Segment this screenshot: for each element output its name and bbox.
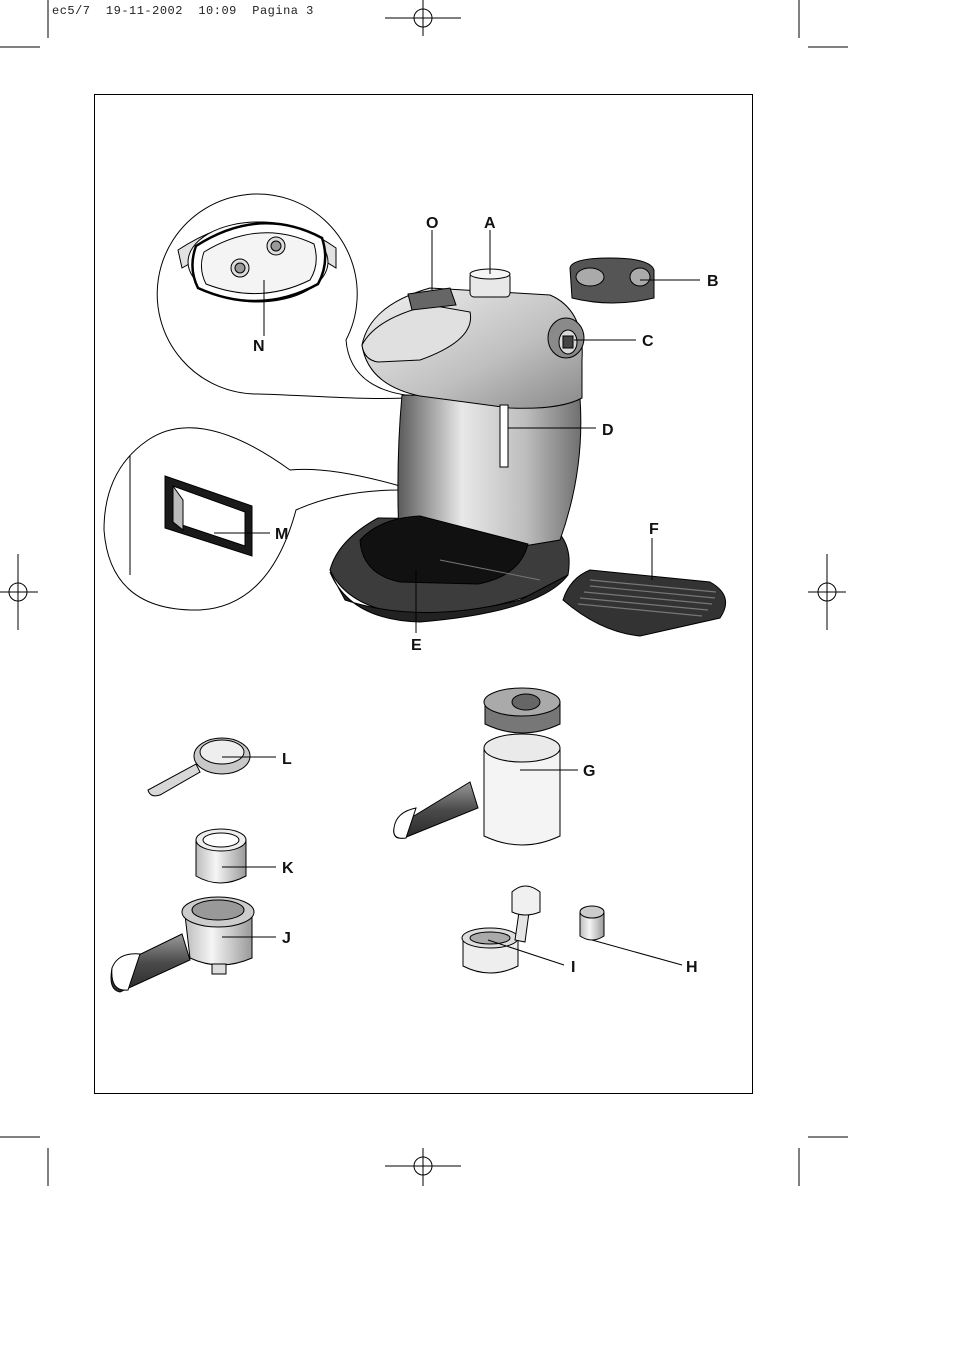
frothing-attachment [461,885,541,974]
label-j: J [282,930,291,947]
figure-frame [94,94,753,1094]
label-e: E [411,637,422,654]
filter-holder [110,896,255,993]
leader-lines [222,230,700,966]
registration-mark-left [0,554,38,630]
slug-page: Pagina 3 [252,4,314,18]
label-m: M [275,526,288,543]
label-a: A [484,215,496,232]
label-n: N [253,338,265,355]
registration-mark-bottom [385,1148,461,1186]
label-f: F [649,521,659,538]
label-o: O [426,215,438,232]
part-labels: O A B C D E F G H I J K L M N [253,215,719,976]
print-slug: ec5/7 19-11-2002 10:09 Pagina 3 [52,4,314,18]
glass-carafe [393,687,561,846]
espresso-machine [329,268,585,623]
boiler-cap-detached [569,257,655,304]
label-c: C [642,333,654,350]
label-h: H [686,959,698,976]
slug-date: 19-11-2002 [105,4,183,18]
crop-marks [0,0,848,1186]
label-g: G [583,763,595,780]
registration-mark-right [808,554,846,630]
detail-bubble-switch [103,427,401,611]
drip-tray-well [359,515,529,585]
label-d: D [602,422,614,439]
registration-mark-top [385,0,461,36]
filter-basket [195,828,247,884]
detail-bubble-shower-head [156,193,437,399]
slug-time: 10:09 [198,4,237,18]
label-l: L [282,751,292,768]
water-level-window [499,404,509,468]
slug-id: ec5/7 [52,4,91,18]
steam-knob [407,287,457,311]
measuring-spoon [147,737,251,797]
label-k: K [282,860,294,877]
label-i: I [571,959,575,976]
drip-tray-grid [562,569,727,637]
frothing-nozzle [579,905,605,941]
label-b: B [707,273,719,290]
